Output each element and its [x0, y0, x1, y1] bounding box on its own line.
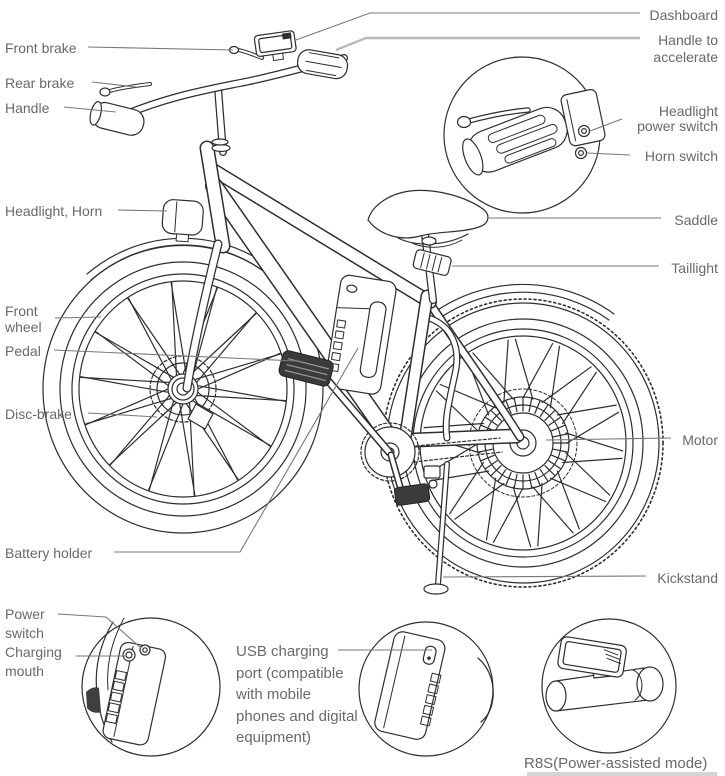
cropped-text-artifact — [527, 772, 717, 776]
saddle-shape — [367, 189, 489, 239]
headlight-part — [161, 199, 204, 243]
handlebar — [89, 30, 349, 136]
leader-pedal — [53, 349, 297, 362]
saddle-assembly — [367, 189, 489, 248]
frame-battery — [324, 274, 397, 395]
leader-headlight-power-switch — [589, 118, 623, 132]
label-rear-brake: Rear brake — [5, 75, 75, 91]
frame — [199, 84, 437, 459]
label-horn-switch: Horn switch — [644, 148, 718, 164]
label-dashboard: Dashboard — [649, 7, 719, 23]
label-kickstand: Kickstand — [657, 570, 718, 586]
leader-front-brake — [87, 46, 234, 51]
label-handle: Handle — [5, 100, 50, 116]
detail-circle-battery — [81, 617, 221, 757]
dashboard-part — [253, 30, 297, 62]
switch-clamp — [560, 89, 606, 147]
front-spokes — [79, 282, 286, 496]
pedal-right — [394, 483, 431, 506]
label-disc-brake: Disc-brake — [5, 406, 72, 422]
detail-circle-r8s — [541, 618, 677, 754]
label-pedal: Pedal — [5, 343, 41, 359]
leader-front-wheel — [54, 316, 102, 319]
dashboard-closeup — [557, 636, 627, 678]
front-disc-rotor — [149, 355, 217, 423]
label-headlight-horn: Headlight, Horn — [5, 203, 103, 219]
kickstand-part — [423, 461, 450, 595]
rear-fender — [431, 283, 615, 321]
leader-handle — [63, 106, 117, 113]
leader-horn-switch — [586, 152, 631, 156]
battery-pack-usb — [374, 631, 446, 740]
throttle-grip — [462, 106, 568, 176]
charging-mouth-port — [122, 648, 136, 662]
label-saddle: Saddle — [674, 212, 718, 228]
right-grip — [296, 49, 349, 80]
label-motor: Motor — [682, 432, 718, 448]
label-front-brake: Front brake — [5, 40, 77, 56]
leader-battery-holder — [114, 347, 359, 553]
leader-rear-brake — [91, 81, 137, 88]
label-front-wheel: Front wheel — [5, 303, 42, 335]
left-grip — [89, 101, 145, 136]
label-handle-to-accelerate: Handle to accelerate — [653, 32, 718, 65]
front-brake-caliper — [187, 403, 214, 430]
power-switch-button — [139, 644, 151, 656]
leader-disc-brake — [87, 412, 158, 418]
detail-circle-usb — [358, 621, 494, 757]
front-wheel — [42, 244, 324, 534]
drivetrain — [278, 350, 503, 506]
leader-motor — [545, 437, 672, 441]
leader-headlight-horn — [117, 209, 168, 212]
rear-spokes — [422, 338, 624, 548]
leader-kickstand — [442, 575, 647, 578]
detail-circle-throttle — [443, 56, 606, 214]
rear-brake-lever — [99, 82, 152, 97]
label-r8s-mode: R8S(Power-assisted mode) — [524, 755, 708, 772]
taillight-part — [412, 249, 452, 276]
label-headlight-power-switch: Headlight power switch — [637, 103, 718, 134]
front-fork — [182, 239, 223, 393]
label-power-switch: Power switch — [5, 606, 45, 641]
leader-handle-to-accelerate — [335, 36, 640, 52]
label-battery-holder: Battery holder — [5, 545, 93, 561]
leader-dashboard — [295, 12, 640, 41]
label-usb-charging-port: USB charging port (compatible with mobil… — [236, 643, 358, 746]
horn-switch-button — [574, 146, 588, 160]
label-taillight: Taillight — [671, 260, 718, 276]
leader-lines — [53, 12, 672, 657]
usb-port — [422, 645, 437, 665]
label-charging-mouth: Charging mouth — [5, 644, 62, 679]
headlight-power-switch-button — [577, 124, 591, 138]
leader-power-switch — [57, 613, 142, 649]
